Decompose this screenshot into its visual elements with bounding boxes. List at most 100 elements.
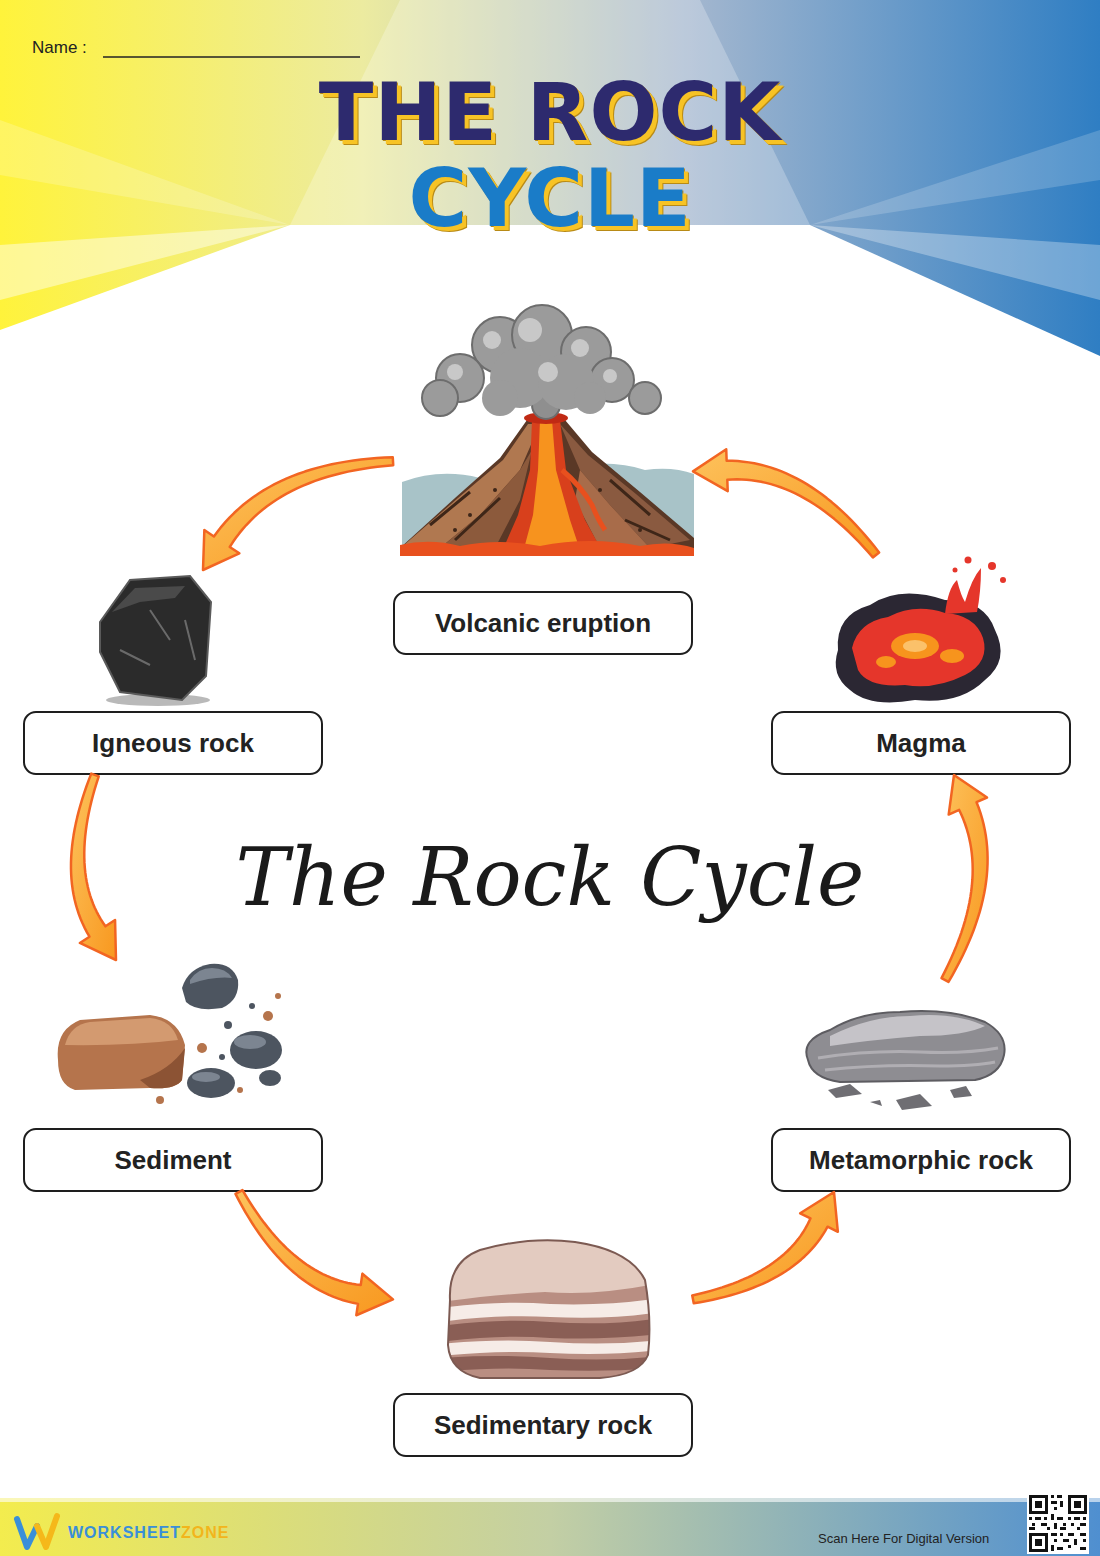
smoke-cloud <box>483 331 501 349</box>
metamorphic-rock-illustration <box>950 1086 972 1098</box>
brand-name: WORKSHEET <box>68 1524 181 1542</box>
qr-code <box>1027 1493 1089 1554</box>
sedimentary-rock-illustration <box>448 1240 649 1378</box>
header-band <box>0 120 290 225</box>
sediment-illustration <box>58 1015 185 1090</box>
stage-label-box: Sedimentary rock <box>393 1393 693 1457</box>
volcano-illustration <box>598 488 602 492</box>
volcano-illustration <box>562 470 605 530</box>
magma-illustration <box>988 562 996 570</box>
cycle-stage: Igneous rock <box>23 570 323 775</box>
qr-code <box>1027 1493 1089 1554</box>
sediment-illustration <box>237 1087 243 1093</box>
sedimentary-rock-illustration <box>440 1240 660 1378</box>
sediment-illustration <box>65 1018 178 1045</box>
stage-name: Metamorphic rock <box>809 1145 1033 1175</box>
smoke-cloud <box>447 364 463 380</box>
sedimentary-rock-illustration <box>440 1318 660 1342</box>
cycle-arrow <box>942 775 988 982</box>
igneous-rock-illustration <box>112 586 185 612</box>
magma-illustration <box>1000 577 1006 583</box>
stage-name: Volcanic eruption <box>435 608 651 638</box>
sediment-illustration <box>275 993 281 999</box>
metamorphic-rock-illustration <box>806 1011 1004 1110</box>
metamorphic-rock-illustration <box>830 1015 985 1046</box>
smoke-cloud <box>629 382 661 414</box>
footer-band <box>0 1498 1100 1556</box>
cycle-arrow <box>203 457 393 570</box>
cycle-arrow <box>942 775 988 982</box>
sedimentary-rock-illustration <box>440 1340 660 1356</box>
volcano-illustration <box>400 412 694 556</box>
cycle-arrow <box>71 774 116 960</box>
volcano-illustration <box>453 528 457 532</box>
cycle-arrow <box>235 1190 393 1315</box>
center-heading: The Rock Cycle <box>0 828 1100 928</box>
magma-illustration <box>940 649 964 663</box>
stage-name: Magma <box>876 728 966 758</box>
magma-illustration <box>965 557 972 564</box>
stage-name: Sediment <box>114 1145 231 1175</box>
magma-illustration <box>876 656 896 668</box>
qr-code <box>1029 1495 1086 1551</box>
cycle-arrow <box>692 1192 838 1303</box>
stage-label-box: Magma <box>771 711 1071 775</box>
metamorphic-rock-illustration <box>828 1084 862 1098</box>
name-field-label: Name : <box>32 38 87 58</box>
worksheet-title: THE ROCK CYCLE <box>290 70 810 242</box>
sedimentary-rock-illustration <box>440 1240 660 1302</box>
igneous-rock-illustration <box>100 576 211 706</box>
igneous-rock-illustration <box>120 610 195 665</box>
metamorphic-rock-illustration <box>818 1048 998 1070</box>
footer-band <box>0 1498 1100 1556</box>
volcano-illustration <box>493 488 497 492</box>
smoke-cloud <box>422 380 458 416</box>
smoke-cloud <box>538 362 558 382</box>
smoke-cloud <box>571 339 589 357</box>
sediment-illustration <box>259 1070 281 1086</box>
cycle-arrow <box>203 457 393 570</box>
sediment-illustration <box>156 1096 164 1104</box>
qr-code <box>1029 1495 1087 1552</box>
header-band <box>103 56 360 58</box>
igneous-rock-illustration <box>100 576 211 700</box>
cycle-stage: Sediment <box>23 960 323 1192</box>
cycle-arrow <box>235 1190 393 1315</box>
header-band <box>810 130 1100 225</box>
header-band <box>0 225 1100 1556</box>
cycle-stage: Volcanic eruption <box>393 315 693 655</box>
sediment-illustration <box>187 1068 235 1098</box>
smoke-cloud <box>603 369 617 383</box>
sedimentary-rock-illustration <box>440 1298 660 1322</box>
smoke-cloud <box>518 318 542 342</box>
sediment-illustration <box>263 1011 273 1021</box>
footer-band <box>37 1516 57 1547</box>
volcano-illustration <box>468 513 472 517</box>
sediment-illustration <box>192 1072 220 1082</box>
metamorphic-rock-illustration <box>896 1094 932 1110</box>
magma-illustration <box>852 609 985 686</box>
metamorphic-rock-illustration <box>806 1011 1004 1082</box>
magma-illustration <box>903 640 927 652</box>
sediment-illustration <box>249 1003 255 1009</box>
magma-illustration <box>891 633 939 659</box>
footer-band <box>17 1519 37 1547</box>
qr-caption: Scan Here For Digital Version <box>818 1531 989 1546</box>
sediment-illustration <box>234 1035 266 1049</box>
stage-label-box: Sediment <box>23 1128 323 1192</box>
sediment-illustration <box>182 964 238 1009</box>
volcano-illustration <box>522 420 582 556</box>
sedimentary-rock-illustration <box>440 1356 660 1372</box>
sediment-illustration <box>197 1043 207 1053</box>
sediment-illustration <box>58 964 282 1104</box>
stage-label-box: Igneous rock <box>23 711 323 775</box>
cycle-arrow <box>71 774 116 960</box>
sediment-illustration <box>219 1054 225 1060</box>
magma-illustration <box>953 568 958 573</box>
cycle-arrow <box>693 449 879 557</box>
sediment-illustration <box>140 1048 185 1088</box>
footer-band <box>0 1498 1100 1502</box>
sediment-illustration <box>224 1021 232 1029</box>
volcano-illustration <box>400 541 694 556</box>
